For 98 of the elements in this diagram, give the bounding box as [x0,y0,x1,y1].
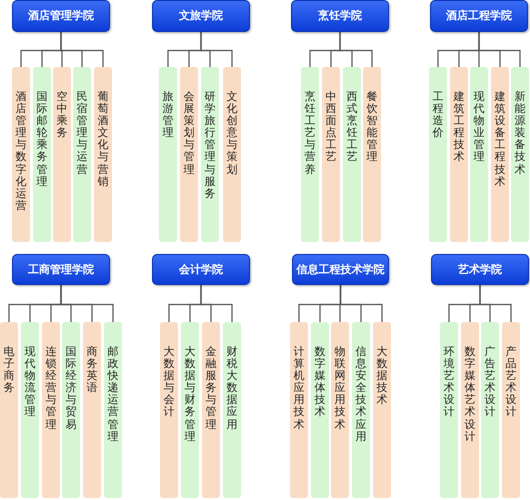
major-name: 国际邮轮乘务管理 [36,91,48,188]
major-bar [331,322,349,498]
major-name: 旅游管理 [162,91,174,140]
college-name: 酒店管理学院 [28,9,94,23]
major-bar [511,67,529,242]
major-bar [53,67,71,242]
major-bar [21,322,39,498]
major-name: 葡萄酒文化与营销 [98,91,108,188]
connector-line [479,285,512,322]
major-bar [201,67,219,242]
major-bar [311,322,329,498]
college-name: 酒店工程学院 [446,9,512,23]
major-name: 环境艺术设计 [444,346,454,419]
college-box [152,0,250,32]
major-name: 文化创意与策划 [226,91,238,176]
major-bar [290,322,308,498]
major-name: 现代物业管理 [474,91,484,164]
major-bar [160,322,178,498]
major-name: 新能源装备技术 [514,91,526,176]
major-name: 连锁经营与管理 [46,346,56,431]
college-box [12,0,110,32]
major-bar [223,67,241,242]
major-name: 商务英语 [86,346,98,394]
major-name: 金融服务与管理 [206,346,216,431]
college-box [291,0,389,32]
major-bar [470,67,488,242]
college-box [12,254,110,285]
college-name: 信息工程技术学院 [296,262,384,276]
major-bar [322,67,340,242]
major-bar [0,322,18,498]
connector-line [340,285,383,322]
major-name: 会展策划与管理 [184,91,194,176]
college-box [152,254,250,285]
connector-line [339,32,373,67]
major-name: 酒店管理与数字化运营 [16,91,26,212]
major-bar [202,322,220,498]
connector-line [60,32,104,67]
major-name: 建筑工程技术 [454,91,464,164]
major-bar [502,322,520,498]
major-name: 广告艺术设计 [484,346,496,419]
connector-line [200,285,233,322]
college-name: 会计学院 [179,262,223,276]
connector-line [478,32,521,67]
major-bar [181,322,199,498]
major-bar [73,67,91,242]
college-box [430,0,528,32]
major-name: 现代物流管理 [24,346,36,419]
major-name: 餐饮智能管理 [366,91,378,164]
major-name: 财税大数据应用 [226,346,238,431]
college-box [431,254,529,285]
major-name: 研学旅行管理与服务 [204,91,216,200]
major-bar [42,322,60,498]
major-bar [83,322,101,498]
connector-line [60,285,114,322]
major-bar [352,322,370,498]
major-name: 西式烹饪工艺 [346,91,358,164]
major-name: 空中乘务 [56,91,68,140]
major-bar [461,322,479,498]
major-bar [94,67,112,242]
major-name: 工程造价 [432,91,444,140]
major-name: 电子商务 [4,346,14,394]
college-name: 艺术学院 [458,262,502,276]
major-name: 大数据与会计 [164,346,174,419]
major-name: 大数据技术 [376,346,388,406]
major-name: 计算机应用技术 [294,346,304,431]
major-name: 数字媒体技术 [314,346,326,419]
major-bar [481,322,499,498]
major-bar [373,322,391,498]
major-name: 中西面点工艺 [326,91,336,164]
major-name: 烹饪工艺与营养 [304,91,316,176]
major-bar [440,322,458,498]
major-bar [363,67,381,242]
major-bar [159,67,177,242]
major-name: 建筑设备工程技术 [494,91,506,188]
college-name: 烹饪学院 [318,9,362,23]
connector-line [200,32,233,67]
college-name: 工商管理学院 [28,262,94,276]
college-box [292,254,389,285]
major-name: 邮政快递运营管理 [108,346,118,443]
major-bar [491,67,509,242]
major-name: 数字媒体艺术设计 [464,346,476,443]
major-name: 产品艺术设计 [506,346,516,419]
college-name: 文旅学院 [179,9,223,23]
major-bar [12,67,30,242]
major-bar [450,67,468,242]
major-name: 大数据与财务管理 [184,346,196,443]
major-bar [301,67,319,242]
major-bar [343,67,361,242]
major-name: 物联网应用技术 [334,346,346,431]
major-name: 民宿管理与运营 [76,91,88,176]
major-bar [104,322,122,498]
major-name: 信息安全技术应用 [356,346,366,443]
major-bar [62,322,80,498]
major-name: 国际经济与贸易 [66,346,76,431]
major-bar [223,322,241,498]
major-bar [180,67,198,242]
major-bar [33,67,51,242]
major-bar [429,67,447,242]
